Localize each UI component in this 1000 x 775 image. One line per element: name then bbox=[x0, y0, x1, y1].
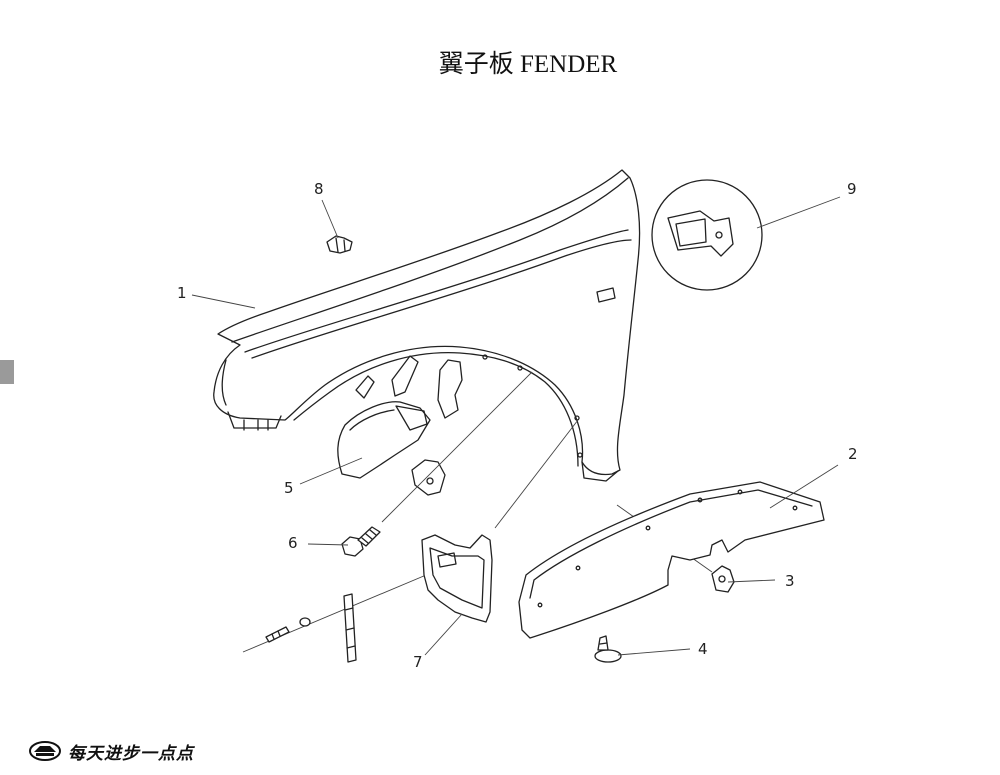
side-marker-cutout bbox=[596, 287, 616, 303]
part-3-clip bbox=[711, 565, 735, 593]
logo-slogan: 每天进步一点点 bbox=[68, 743, 194, 764]
washer bbox=[299, 617, 311, 627]
callout-6: 6 bbox=[288, 534, 298, 552]
part-8-clip bbox=[326, 235, 353, 254]
fender-panel bbox=[213, 169, 641, 482]
callout-7: 7 bbox=[413, 653, 423, 671]
callout-2: 2 bbox=[848, 445, 858, 463]
part-6-bolt bbox=[341, 526, 381, 557]
callout-3: 3 bbox=[785, 572, 795, 590]
part-5-splash-shield bbox=[337, 401, 431, 479]
part-7-mudflap bbox=[421, 534, 493, 623]
callout-9: 9 bbox=[847, 180, 857, 198]
callout-8: 8 bbox=[314, 180, 324, 198]
footer-logo: 每天进步一点点 bbox=[28, 738, 194, 764]
leader-lines bbox=[191, 196, 841, 656]
retaining-clip bbox=[411, 459, 446, 496]
part-2-liner-panel bbox=[518, 481, 825, 639]
callout-5: 5 bbox=[284, 479, 294, 497]
part-4-push-pin bbox=[594, 635, 622, 663]
callout-4: 4 bbox=[698, 640, 708, 658]
screw bbox=[265, 626, 290, 643]
car-badge-icon bbox=[29, 741, 61, 761]
trim-strip bbox=[343, 593, 357, 663]
page-title: 翼子板 FENDER bbox=[438, 51, 618, 78]
part-9-bracket-inset bbox=[651, 179, 763, 291]
callout-1: 1 bbox=[177, 284, 187, 302]
edge-tab bbox=[0, 360, 14, 384]
